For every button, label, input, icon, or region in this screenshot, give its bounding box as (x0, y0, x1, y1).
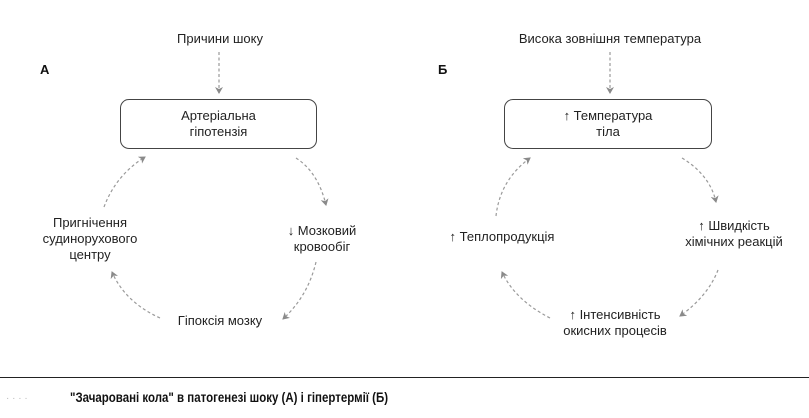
panel-a-top-box (120, 99, 317, 149)
panel-b-label: Б (438, 62, 448, 77)
panel-a-arrow-right-bottom (282, 261, 317, 320)
figure-caption: "Зачаровані кола" в патогенезі шоку (А) … (70, 389, 389, 405)
panel-b-arrow-right-bottom (679, 269, 719, 317)
panel-a-bottom-node: Гіпоксія мозку (177, 313, 263, 328)
panel-a-cause: Причини шоку (177, 31, 263, 46)
panel-b-top-box-label: ↑ Температура тіла (563, 108, 653, 139)
panel-a-left-node: Пригнічення судинорухового центру (42, 215, 138, 262)
panel-b-top-box (504, 99, 712, 149)
panel-a-right-node: ↓ Мозковий кровообіг (287, 223, 357, 254)
panel-a-arrow-bottom-left (110, 271, 161, 319)
panel-b-right-node: ↑ Швидкість хімічних реакцій (685, 218, 783, 249)
caption-rule (0, 377, 809, 378)
panel-b-cause: Висока зовнішня температура (518, 31, 702, 46)
panel-b-arrow-bottom-left (500, 271, 551, 319)
panel-a-label: А (40, 62, 50, 77)
caption-prefix: · · · · (6, 393, 28, 404)
panel-a-arrow-left-top (103, 156, 146, 208)
panel-b-arrow-left-top (495, 157, 531, 217)
panel-b-left-node: ↑ Теплопродукція (449, 229, 555, 244)
panel-a-top-box-label: Артеріальна гіпотензія (181, 108, 256, 139)
panel-b-arrow-top-right (681, 157, 719, 203)
panel-a-arrow-top-right (295, 157, 329, 206)
panel-b-bottom-node: ↑ Інтенсивність окисних процесів (563, 307, 667, 338)
